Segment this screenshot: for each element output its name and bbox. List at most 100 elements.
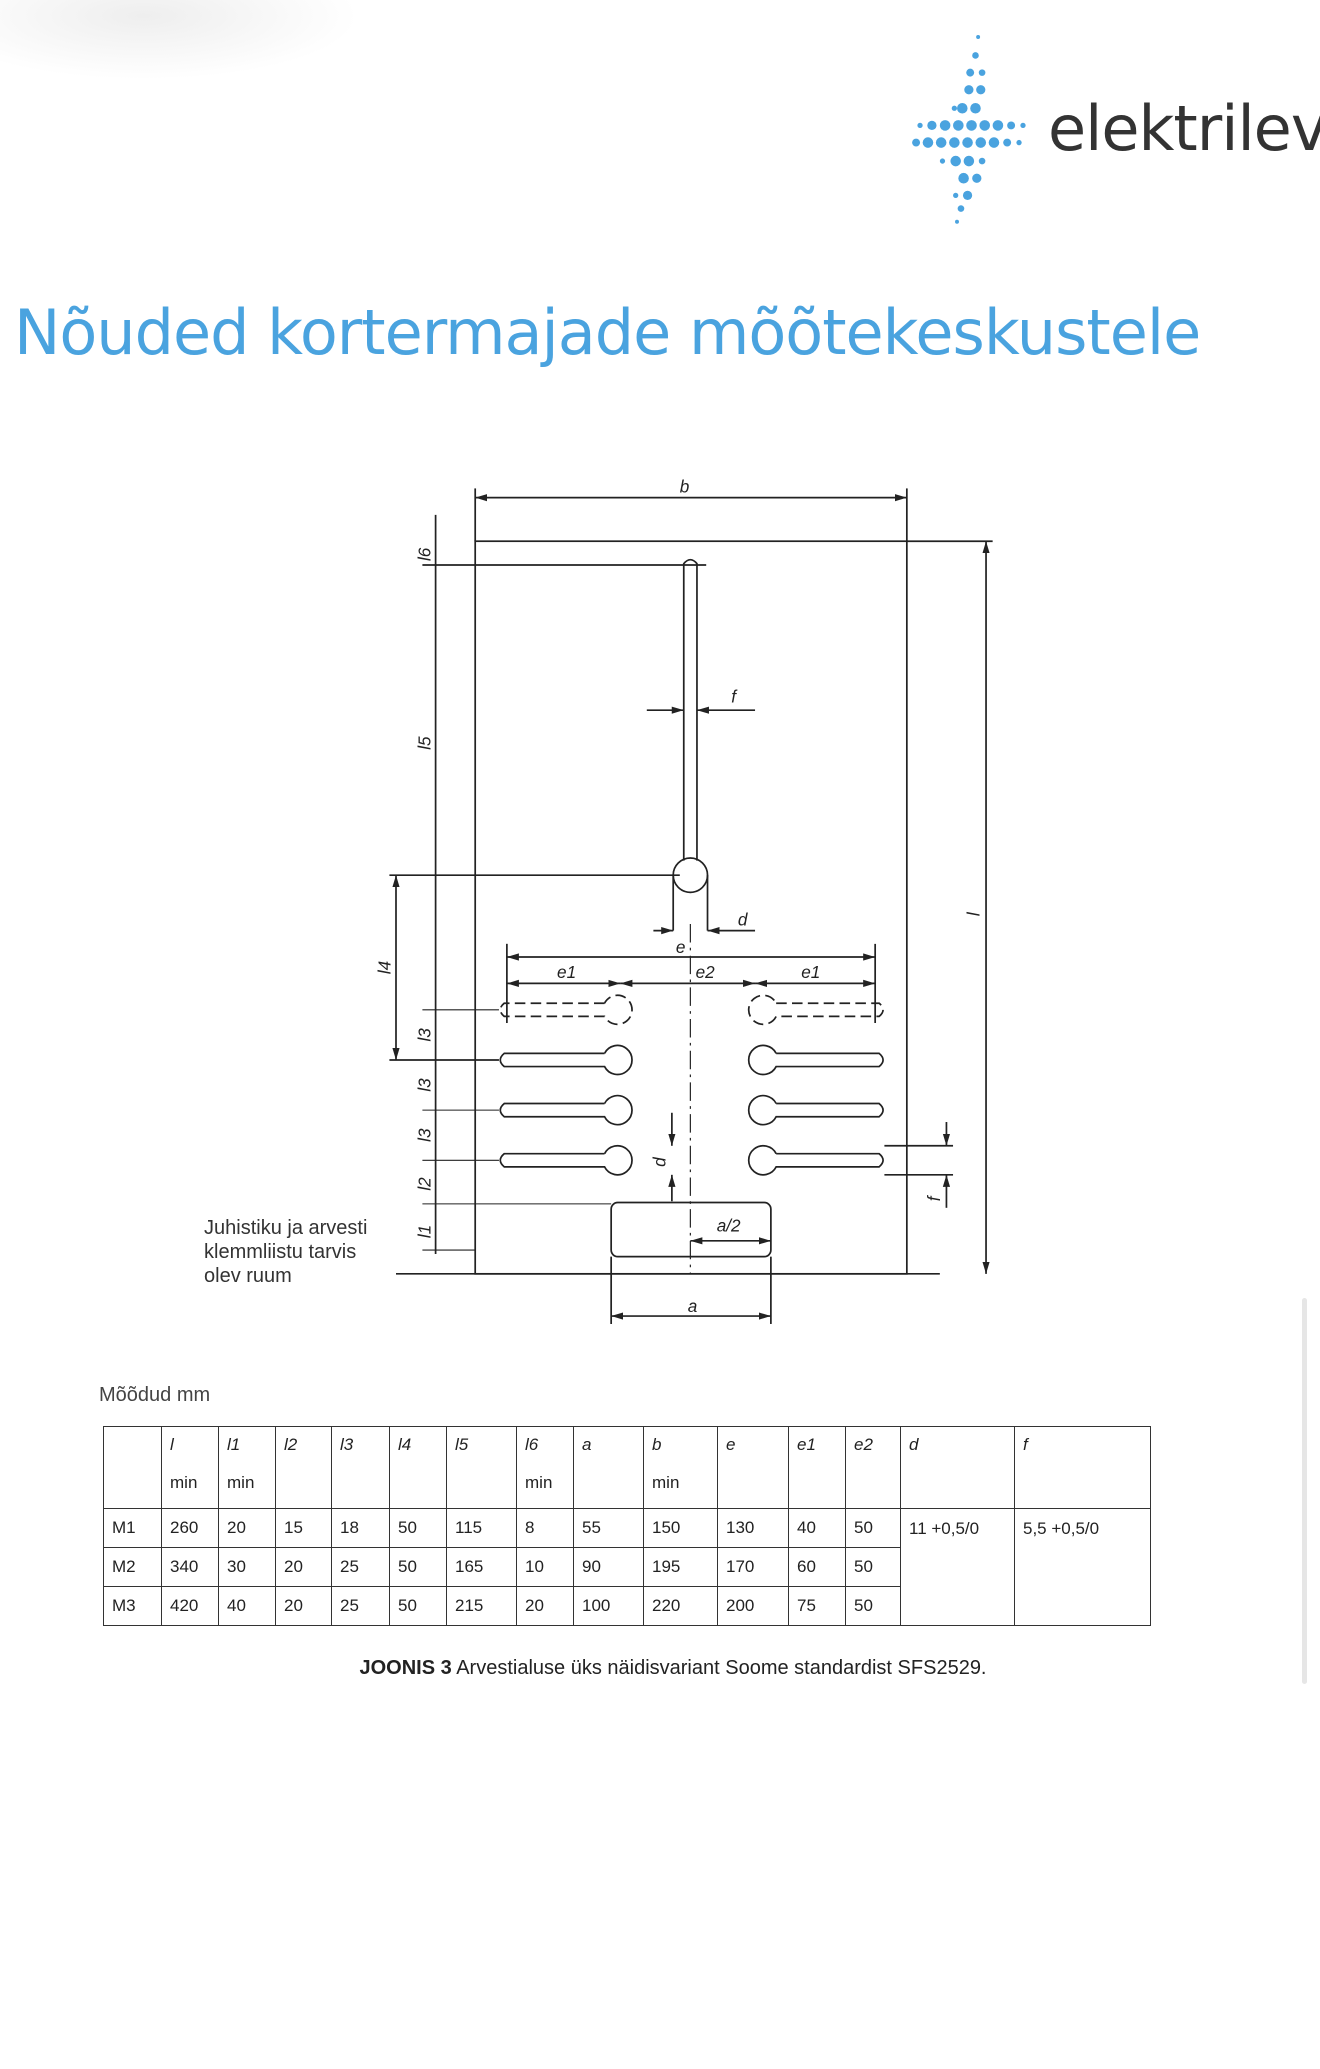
table-header-row: l min l1 min l2 l3 l4 l5 l6 min a b min e e1 e2 d f [103,1426,1151,1509]
column-note: min [525,1473,553,1492]
d-tolerance: 11 +0,5/0 [900,1508,1015,1626]
column-header: e1 [788,1426,846,1509]
brand-logo-text: elektrilevi [1048,92,1320,165]
column-symbol: b [652,1435,662,1454]
column-symbol: l2 [284,1435,298,1454]
column-header: a [573,1426,644,1509]
dim-l1: l1 [414,1225,434,1238]
area-label-line-2: klemmliistu tarvis [204,1241,357,1263]
column-symbol: l [170,1435,174,1454]
table-cell: 50 [845,1586,901,1626]
table-cell: 18 [331,1508,390,1548]
table-cell: 420 [161,1586,219,1626]
column-header: d [900,1426,1015,1509]
dim-e2: e2 [696,962,716,982]
slot-left [499,1094,633,1126]
meter-board-outline [474,540,908,1275]
table-cell: 15 [275,1508,332,1548]
dim-b: b [680,476,690,496]
logo-dots-icon [912,34,1026,224]
table-cell: 8 [516,1508,574,1548]
table-cell: 165 [446,1547,517,1587]
slot-left [499,1044,633,1076]
column-header: l2 [275,1426,332,1509]
column-note: min [170,1473,198,1492]
table-cell: 25 [331,1547,390,1587]
column-symbol: l4 [398,1435,412,1454]
column-symbol: d [909,1435,919,1454]
column-symbol: l5 [455,1435,469,1454]
row-label: M1 [103,1508,162,1548]
row-label: M2 [103,1547,162,1587]
caption-text: Arvestialuse üks näidisvariant Soome sta… [451,1657,987,1679]
slot-right [747,1144,884,1176]
column-header: b min [643,1426,718,1509]
table-cell: 170 [717,1547,789,1587]
table-cell: 50 [845,1508,901,1548]
table-cell: 60 [788,1547,846,1587]
caption-label: JOONIS 3 [359,1657,452,1679]
table-cell: 55 [573,1508,644,1548]
table-cell: 100 [573,1586,644,1626]
table-cell: 50 [845,1547,901,1587]
row-label: M3 [103,1586,162,1626]
column-note: min [227,1473,255,1492]
column-header: e2 [845,1426,901,1509]
column-header [103,1426,162,1509]
scrollbar[interactable] [1302,1298,1307,1684]
column-header: l3 [331,1426,390,1509]
table-cell: 25 [331,1586,390,1626]
column-symbol: f [1023,1435,1028,1454]
page-title: Nõuded kortermajade mõõtekeskustele [14,296,1201,369]
column-header: e [717,1426,789,1509]
dim-l4: l4 [375,961,395,974]
dim-l6: l6 [414,547,434,561]
table-cell: 75 [788,1586,846,1626]
column-symbol: a [582,1435,592,1454]
dim-a-half: a/2 [717,1216,741,1236]
table-cell: 200 [717,1586,789,1626]
figure-caption: JOONIS 3 Arvestialuse üks näidisvariant … [0,1657,1320,1680]
table-cell: 90 [573,1547,644,1587]
slot-right [747,994,884,1026]
column-symbol: l1 [227,1435,241,1454]
column-symbol: l6 [525,1435,539,1454]
table-cell: 215 [446,1586,517,1626]
column-header: l1 min [218,1426,276,1509]
dim-l3: l3 [414,1128,434,1142]
table-cell: 40 [218,1586,276,1626]
dim-l: l [963,911,983,916]
terminal-area [610,1201,772,1258]
table-cell: 50 [389,1586,447,1626]
slot-right [747,1044,884,1076]
column-header: f [1014,1426,1151,1509]
corner-shadow [0,0,360,80]
dim-e1-left: e1 [557,962,576,982]
dim-d-top: d [738,909,748,929]
table-cell: 115 [446,1508,517,1548]
slot-left [499,994,633,1026]
table-cell: 30 [218,1547,276,1587]
column-header: l4 [389,1426,447,1509]
vertical-slot [682,558,698,861]
column-symbol: l3 [340,1435,354,1454]
column-header: l5 [446,1426,517,1509]
area-label-line-1: Juhistiku ja arvesti [204,1217,368,1239]
f-tolerance: 5,5 +0,5/0 [1014,1508,1151,1626]
units-label: Mõõdud mm [99,1384,211,1406]
slot-right [747,1094,884,1126]
column-symbol: e1 [797,1435,816,1454]
table-cell: 20 [275,1547,332,1587]
table-cell: 260 [161,1508,219,1548]
column-note: min [652,1473,680,1492]
horizontal-slots [499,994,884,1176]
dim-l5: l5 [414,736,434,750]
table-cell: 10 [516,1547,574,1587]
table-cell: 40 [788,1508,846,1548]
column-symbol: e [726,1435,736,1454]
